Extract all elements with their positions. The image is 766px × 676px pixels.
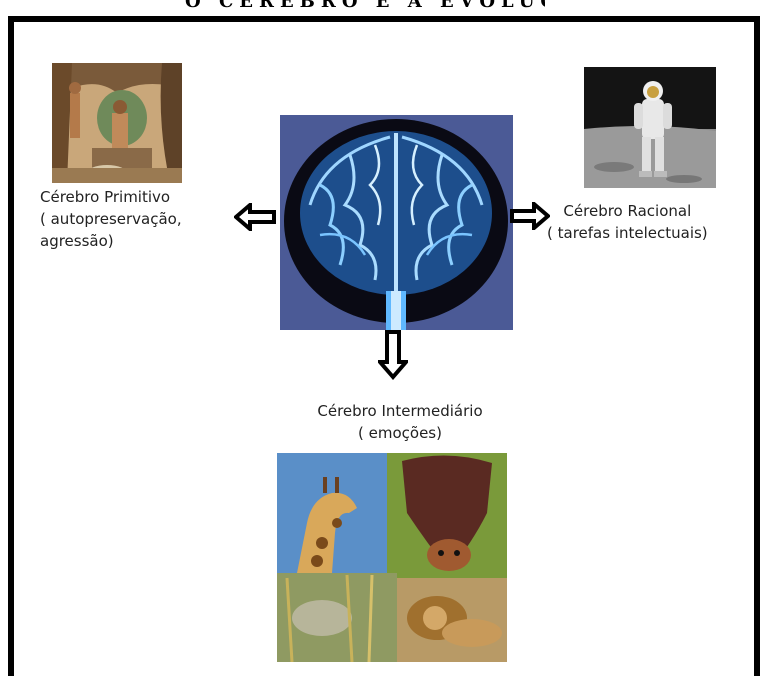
header-partial-text: O CÉREBRO E A EVOLUÇÃO DO — [185, 0, 545, 14]
arrow-right-icon — [510, 202, 550, 230]
primitive-brain-label: Cérebro Primitivo ( autopreservação, agr… — [40, 186, 182, 252]
arrow-down-icon — [378, 330, 408, 380]
rational-brain-label: Cérebro Racional ( tarefas intelectuais) — [547, 200, 708, 244]
intermediate-brain-image — [277, 453, 507, 662]
rational-brain-image — [584, 67, 716, 188]
primitive-brain-image — [52, 63, 182, 183]
arrow-left-icon — [234, 203, 276, 231]
brain-image — [280, 115, 513, 330]
intermediate-brain-label: Cérebro Intermediário ( emoções) — [285, 400, 515, 444]
